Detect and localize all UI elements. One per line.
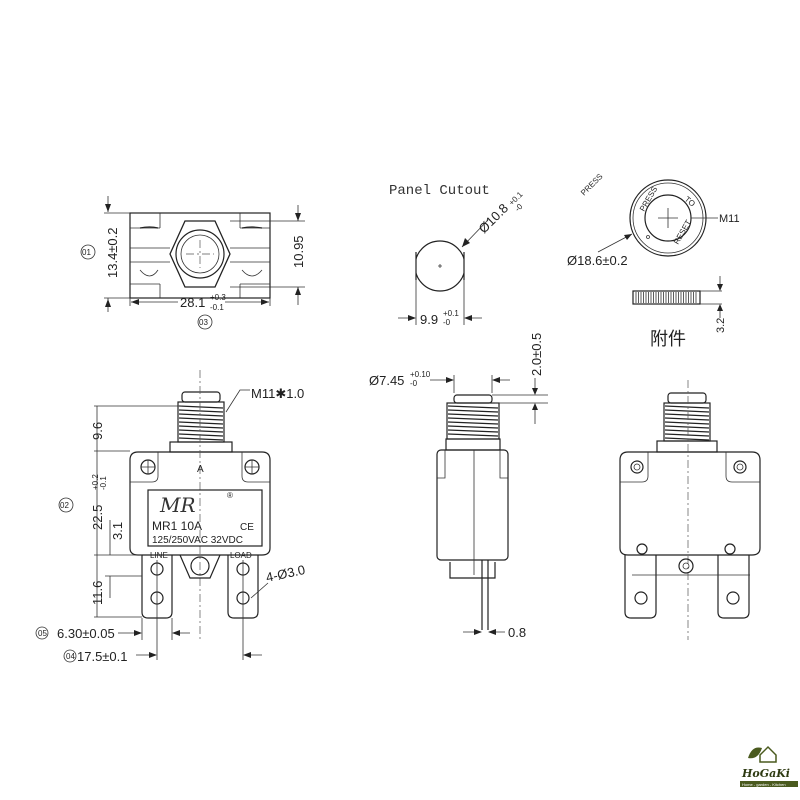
thread-line: [664, 417, 710, 421]
side-bushing: [446, 402, 500, 440]
thread-line: [447, 417, 499, 421]
body-tol-upper: +0.2: [91, 474, 100, 490]
width-callout: 03: [199, 318, 208, 327]
thread-line: [178, 405, 224, 409]
stroke-dim: 2.0±0.5: [529, 333, 544, 376]
thread-line: [178, 417, 224, 421]
thread-line: [447, 405, 499, 409]
knob-thickness-dim: 3.2: [715, 318, 727, 333]
rear-view: [619, 380, 761, 640]
cutout-diameter-dim: Ø10.8: [476, 200, 512, 236]
terminal-dim: 11.6: [90, 581, 105, 605]
panel-cutout-title: Panel Cutout: [389, 183, 490, 199]
terminal-pitch-callout: 04: [66, 652, 75, 661]
bushing-circle: [175, 229, 225, 279]
cutout-flat-dim: 9.9: [420, 312, 438, 327]
thread-line: [447, 413, 499, 417]
knob-diameter-dim: Ø18.6±0.2: [567, 253, 628, 268]
thread-line: [664, 413, 710, 417]
thread-line: [178, 409, 224, 413]
height-dim: 13.4±0.2: [105, 227, 120, 278]
thread-line: [178, 413, 224, 417]
thread-line: [178, 425, 224, 429]
side-body: [436, 449, 509, 561]
thread-line: [664, 409, 710, 413]
cutout-diameter-tol-lower: -0: [513, 202, 525, 214]
cap-dim: Ø7.45: [369, 373, 404, 388]
registered-mark: ®: [227, 491, 233, 500]
line-label: LINE: [150, 551, 168, 560]
panel-cutout: Panel Cutout Ø10.8 +0.1 -0 9.9 +0.1 -0: [389, 183, 525, 327]
front-body: [129, 451, 271, 556]
cap-tol-upper: +0.10: [410, 370, 431, 379]
arrow-mark: A: [197, 464, 204, 475]
knob-side-knurl: [632, 290, 701, 305]
thread-line: [664, 429, 710, 433]
thread-line: [178, 433, 224, 437]
terminal-width-dim: 6.30±0.05: [57, 626, 115, 641]
hole-dim: 4-Ø3.0: [265, 562, 307, 585]
thread-line: [447, 425, 499, 429]
thread-line: [664, 433, 710, 437]
thread-line: [664, 405, 710, 409]
product-label: [147, 489, 263, 547]
knob-thread-label: M11: [719, 213, 740, 225]
nut-dim: 10.95: [291, 235, 306, 268]
width-tol-lower: -0.1: [210, 303, 224, 312]
hex-nut: [169, 220, 231, 288]
thread-line: [178, 429, 224, 433]
body-dim: 22.5: [90, 505, 105, 530]
width-dim: 28.1: [180, 295, 205, 310]
label-rating: 125/250VAC 32VDC: [152, 535, 243, 546]
body-callout: 02: [60, 501, 69, 510]
ce-mark: CE: [240, 522, 254, 533]
height-callout: 01: [82, 248, 91, 257]
cutout-shape: [416, 240, 464, 292]
side-pin: [481, 560, 489, 630]
thread-line: [447, 409, 499, 413]
thread-line: [447, 421, 499, 425]
cutout-flat-tol-upper: +0.1: [443, 309, 459, 318]
brand-logo: MR: [159, 493, 196, 517]
logo-brand: HoGaKi: [741, 767, 790, 780]
thread-line: [664, 425, 710, 429]
bushing-dim: 9.6: [90, 422, 105, 440]
cutout-flat-tol-lower: -0: [443, 318, 451, 327]
logo-tagline: Home - garden - Kitchen: [742, 782, 786, 787]
thread-line: [664, 421, 710, 425]
body-tol-lower: -0.1: [99, 476, 108, 490]
ring-text-to: TO: [683, 195, 697, 209]
load-label: LOAD: [230, 551, 252, 560]
ring-text-reset: RESET: [672, 218, 693, 246]
press-label: PRESS: [579, 172, 605, 198]
thread-line: [447, 429, 499, 433]
rear-body: [619, 451, 761, 556]
thread-line: [447, 433, 499, 437]
width-tol-upper: +0.3: [210, 293, 226, 302]
thread-line: [178, 437, 224, 441]
thread-line: [664, 437, 710, 441]
side-view: Ø7.45 +0.10 -0 2.0±0.5 0.8: [369, 333, 548, 640]
accessory-knob: PRESS PRESS TO RESET M11 Ø18.6±0.2 3.2 附…: [567, 172, 740, 350]
terminal-pitch-dim: 17.5±0.1: [77, 649, 128, 664]
terminal-width-callout: 05: [38, 629, 47, 638]
offset-dim: 3.1: [110, 522, 125, 540]
label-model: MR1 10A: [152, 519, 202, 533]
cap-tol-lower: -0: [410, 379, 418, 388]
thread-label: M11✱1.0: [251, 386, 304, 401]
top-view: 13.4±0.2 01 10.95 28.1 +0.3 -0.1 03: [80, 196, 306, 330]
front-view: A MR ® MR1 10A CE 125/250VAC 32VDC LINE …: [35, 370, 307, 664]
hogaki-logo: HoGaKi Home - garden - Kitchen: [740, 745, 798, 787]
thread-line: [178, 421, 224, 425]
top-body-outline: [129, 212, 271, 299]
accessory-caption: 附件: [650, 329, 686, 350]
pin-dim: 0.8: [508, 625, 526, 640]
